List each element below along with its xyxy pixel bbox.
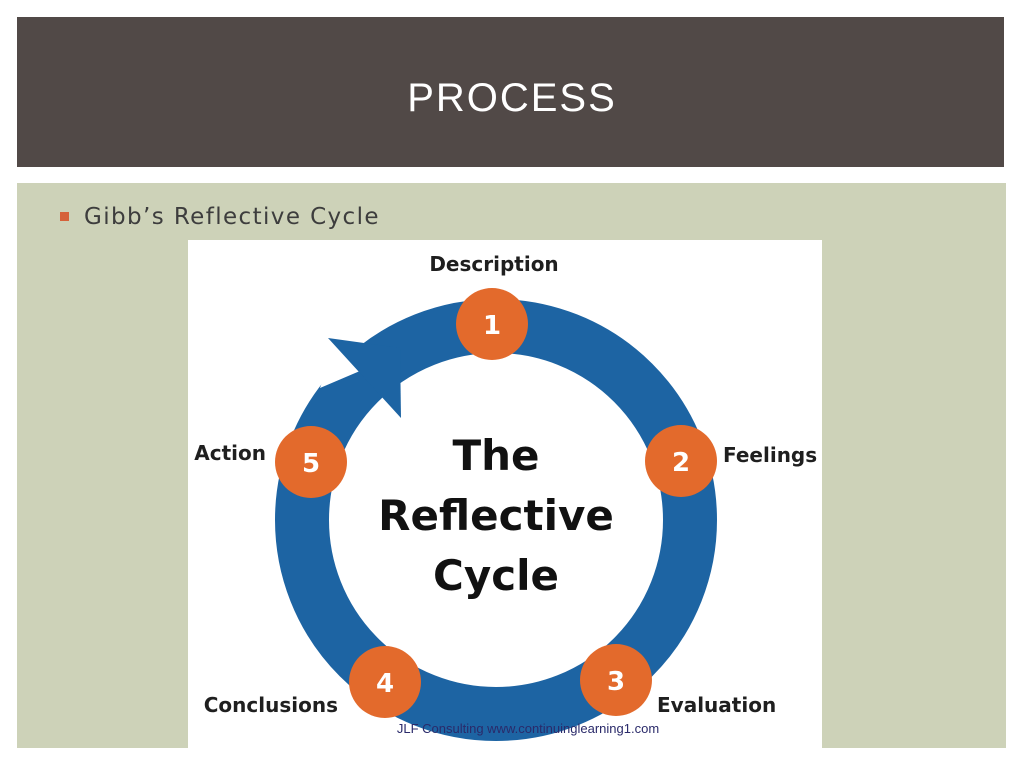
stage-label: Description	[429, 252, 558, 276]
stage-4: 4 Conclusions	[204, 646, 421, 718]
stage-label: Evaluation	[657, 693, 776, 717]
stage-label: Conclusions	[204, 693, 338, 717]
stage-badge	[275, 426, 347, 498]
stage-3: 3 Evaluation	[580, 644, 776, 717]
stage-badge	[580, 644, 652, 716]
cycle-svg: 1 Description 2 Feelings 3 Evaluation 4 …	[194, 252, 817, 741]
center-title-line: Cycle	[433, 551, 559, 600]
stage-label: Feelings	[723, 443, 817, 467]
title-bar	[17, 17, 1004, 167]
stage-badge	[456, 288, 528, 360]
center-title-line: Reflective	[378, 491, 614, 540]
stage-number: 1	[483, 311, 501, 341]
bullet-text: Gibb’s Reflective Cycle	[84, 204, 380, 230]
stage-1: 1 Description	[429, 252, 559, 360]
reflective-cycle-diagram: 1 Description 2 Feelings 3 Evaluation 4 …	[188, 240, 822, 748]
stage-number: 4	[376, 669, 394, 699]
stage-number: 2	[672, 448, 690, 478]
stage-badge	[645, 425, 717, 497]
stage-number: 5	[302, 449, 320, 479]
stage-2: 2 Feelings	[645, 425, 817, 497]
center-title-line: The	[452, 431, 539, 480]
bullet-square-icon	[60, 211, 69, 221]
stage-number: 3	[607, 667, 625, 697]
stage-label: Action	[194, 441, 266, 465]
bullet-item: Gibb’s Reflective Cycle	[60, 202, 380, 232]
stage-5: 5 Action	[194, 426, 347, 498]
slide-title: PROCESS	[407, 76, 617, 120]
credit-text: JLF Consulting www.continuinglearning1.c…	[397, 721, 659, 736]
stage-badge	[349, 646, 421, 718]
arrowhead-icon	[328, 338, 401, 418]
